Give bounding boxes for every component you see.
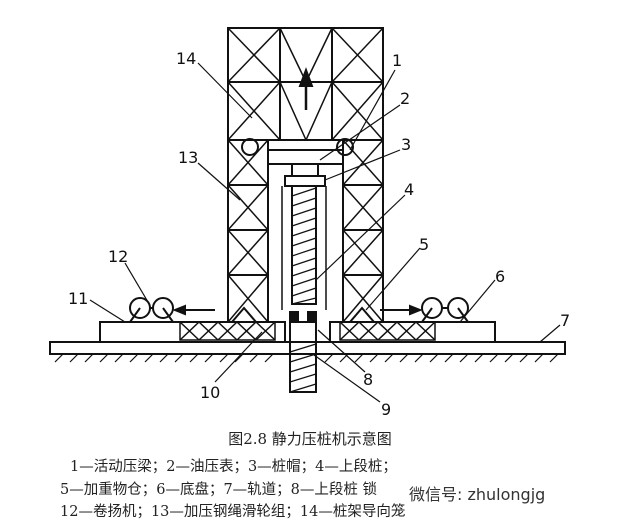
tower-left bbox=[227, 139, 269, 323]
oil-gauge bbox=[291, 163, 319, 177]
winch-left bbox=[129, 297, 174, 323]
callout-10: 10 bbox=[200, 383, 220, 402]
legend-line-3: 12—卷扬机；13—加压钢绳滑轮组；14—桩架导向笼 bbox=[60, 504, 406, 520]
lower-pile-hatch bbox=[289, 343, 317, 393]
callout-7: 7 bbox=[560, 311, 570, 330]
callout-6: 6 bbox=[495, 267, 505, 286]
arrow-left bbox=[172, 304, 215, 316]
weight-bin-left bbox=[229, 306, 259, 323]
watermark: 微信号: zhulongjg bbox=[405, 480, 550, 506]
leader-lines bbox=[89, 62, 561, 403]
callout-3: 3 bbox=[401, 135, 411, 154]
callout-9: 9 bbox=[381, 400, 391, 419]
legend-line-1: 1—活动压梁；2—油压表；3—桩帽；4—上段桩； bbox=[70, 459, 397, 475]
callout-8: 8 bbox=[363, 370, 373, 389]
pulley-right bbox=[336, 138, 354, 156]
up-arrow-head bbox=[298, 67, 314, 87]
callout-14: 14 bbox=[176, 49, 196, 68]
callout-13: 13 bbox=[178, 148, 198, 167]
lower-pile bbox=[289, 321, 317, 393]
ground-hatch bbox=[54, 353, 559, 363]
callout-2: 2 bbox=[400, 89, 410, 108]
weight-bin-right bbox=[347, 306, 377, 323]
callout-5: 5 bbox=[419, 235, 429, 254]
callout-1: 1 bbox=[392, 51, 402, 70]
base-blocks bbox=[179, 321, 436, 341]
tower-right bbox=[342, 139, 384, 323]
callout-4: 4 bbox=[404, 180, 414, 199]
arrow-right bbox=[380, 304, 423, 316]
upper-pile-hatch bbox=[291, 187, 317, 305]
pulley-left bbox=[241, 138, 259, 156]
winch-right bbox=[421, 297, 469, 323]
pile-cap bbox=[284, 175, 326, 187]
callout-11: 11 bbox=[68, 289, 88, 308]
legend-line-2: 5—加重物仓；6—底盘；7—轨道；8—上段桩 锁 bbox=[60, 482, 378, 498]
figure-caption: 图2.8 静力压桩机示意图 bbox=[228, 430, 392, 448]
rail-track bbox=[49, 341, 566, 355]
callout-12: 12 bbox=[108, 247, 128, 266]
upper-pile bbox=[291, 185, 317, 305]
